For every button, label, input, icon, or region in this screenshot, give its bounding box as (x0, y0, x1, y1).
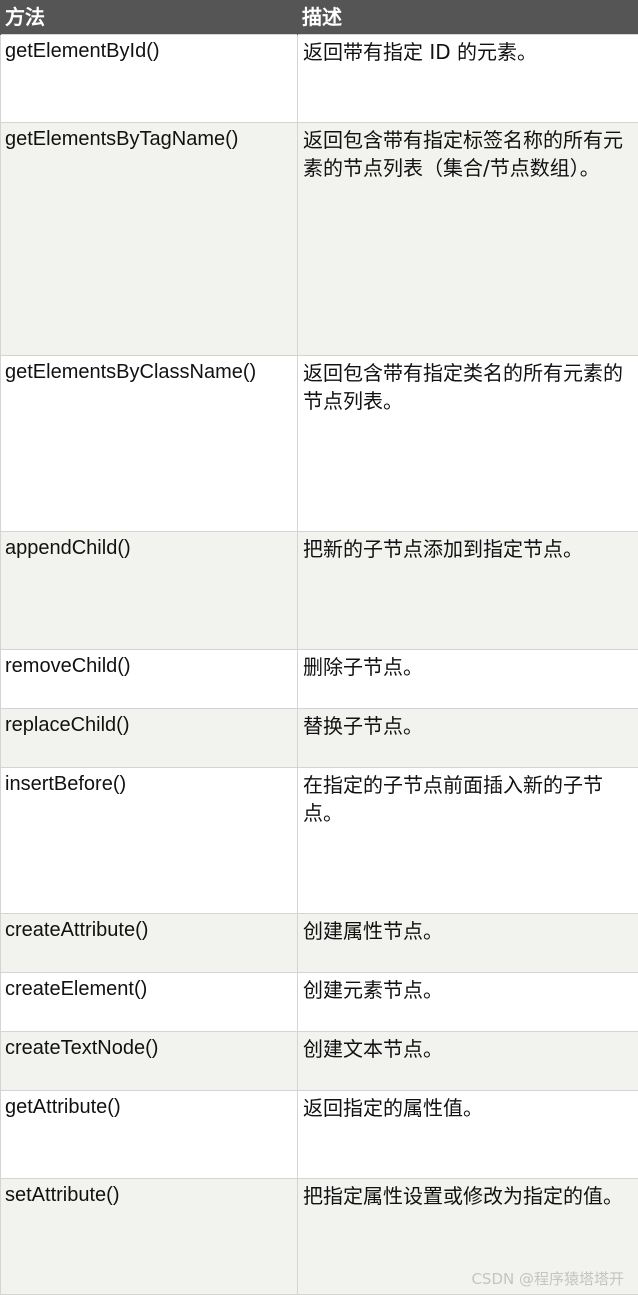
description-cell: 返回包含带有指定标签名称的所有元素的节点列表（集合/节点数组）。 (297, 122, 638, 356)
table-row: replaceChild() 替换子节点。 (0, 708, 638, 768)
table-row: getElementsByClassName() 返回包含带有指定类名的所有元素… (0, 355, 638, 532)
description-cell: 返回包含带有指定类名的所有元素的节点列表。 (297, 355, 638, 532)
method-cell: createAttribute() (0, 913, 298, 973)
method-cell: setAttribute() (0, 1178, 298, 1295)
table-row: getElementsByTagName() 返回包含带有指定标签名称的所有元素… (0, 122, 638, 356)
method-cell: getAttribute() (0, 1090, 298, 1179)
method-cell: insertBefore() (0, 767, 298, 914)
method-cell: getElementsByTagName() (0, 122, 298, 356)
method-cell: getElementById() (0, 34, 298, 123)
table-row: setAttribute() 把指定属性设置或修改为指定的值。 (0, 1178, 638, 1295)
method-cell: getElementsByClassName() (0, 355, 298, 532)
table-row: removeChild() 删除子节点。 (0, 649, 638, 709)
description-cell: 替换子节点。 (297, 708, 638, 768)
table-row: appendChild() 把新的子节点添加到指定节点。 (0, 531, 638, 650)
description-cell: 返回带有指定 ID 的元素。 (297, 34, 638, 123)
table-row: createTextNode() 创建文本节点。 (0, 1031, 638, 1091)
header-method: 方法 (0, 0, 298, 35)
description-cell: 在指定的子节点前面插入新的子节点。 (297, 767, 638, 914)
description-cell: 删除子节点。 (297, 649, 638, 709)
method-cell: createTextNode() (0, 1031, 298, 1091)
description-cell: 把新的子节点添加到指定节点。 (297, 531, 638, 650)
header-description: 描述 (297, 0, 638, 35)
watermark: CSDN @程序猿塔塔开 (471, 1270, 624, 1288)
table-row: insertBefore() 在指定的子节点前面插入新的子节点。 (0, 767, 638, 914)
description-cell: 创建文本节点。 (297, 1031, 638, 1091)
description-cell: 返回指定的属性值。 (297, 1090, 638, 1179)
table-header-row: 方法 描述 (0, 0, 638, 35)
description-cell: 创建属性节点。 (297, 913, 638, 973)
method-cell: createElement() (0, 972, 298, 1032)
table-row: getAttribute() 返回指定的属性值。 (0, 1090, 638, 1179)
table-row: getElementById() 返回带有指定 ID 的元素。 (0, 34, 638, 123)
method-cell: removeChild() (0, 649, 298, 709)
table-row: createElement() 创建元素节点。 (0, 972, 638, 1032)
method-cell: replaceChild() (0, 708, 298, 768)
method-cell: appendChild() (0, 531, 298, 650)
table-row: createAttribute() 创建属性节点。 (0, 913, 638, 973)
description-cell: 创建元素节点。 (297, 972, 638, 1032)
